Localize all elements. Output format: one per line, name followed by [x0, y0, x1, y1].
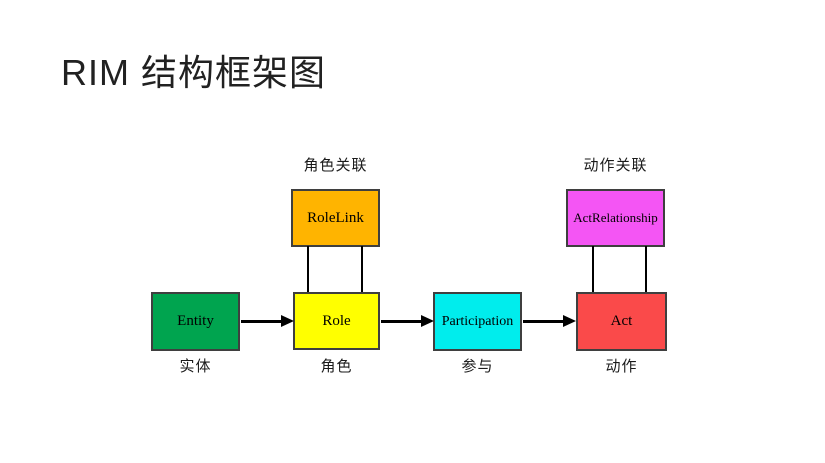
node-actrelationship: ActRelationship	[566, 189, 665, 247]
caption-role-link: 角色关联	[303, 158, 368, 174]
connector-actrelationship-act-right	[645, 246, 647, 293]
node-rolelink-label: RoleLink	[307, 209, 364, 226]
node-participation-label: Participation	[441, 313, 514, 329]
connector-rolelink-role-left	[307, 246, 309, 293]
caption-act-relationship: 动作关联	[583, 158, 648, 174]
node-role: Role	[293, 292, 380, 350]
node-act-label: Act	[610, 313, 633, 329]
connector-actrelationship-act-left	[592, 246, 594, 293]
arrow-participation-act-line	[523, 320, 564, 323]
caption-entity: 实体	[179, 359, 212, 375]
arrow-role-participation-head	[421, 315, 434, 327]
arrow-participation-act-head	[563, 315, 576, 327]
caption-act: 动作	[605, 359, 638, 375]
caption-role: 角色	[320, 359, 353, 375]
node-entity: Entity	[151, 292, 240, 351]
caption-participation: 参与	[461, 359, 494, 375]
node-entity-label: Entity	[177, 313, 214, 329]
node-participation: Participation	[433, 292, 522, 351]
node-rolelink: RoleLink	[291, 189, 380, 247]
connector-rolelink-role-right	[361, 246, 363, 293]
arrow-role-participation-line	[381, 320, 422, 323]
node-role-label: Role	[322, 312, 351, 329]
arrow-entity-role-line	[241, 320, 282, 323]
node-act: Act	[576, 292, 667, 351]
slide-title: RIM 结构框架图	[61, 52, 326, 93]
node-actrelationship-label: ActRelationship	[573, 210, 658, 225]
arrow-entity-role-head	[281, 315, 294, 327]
